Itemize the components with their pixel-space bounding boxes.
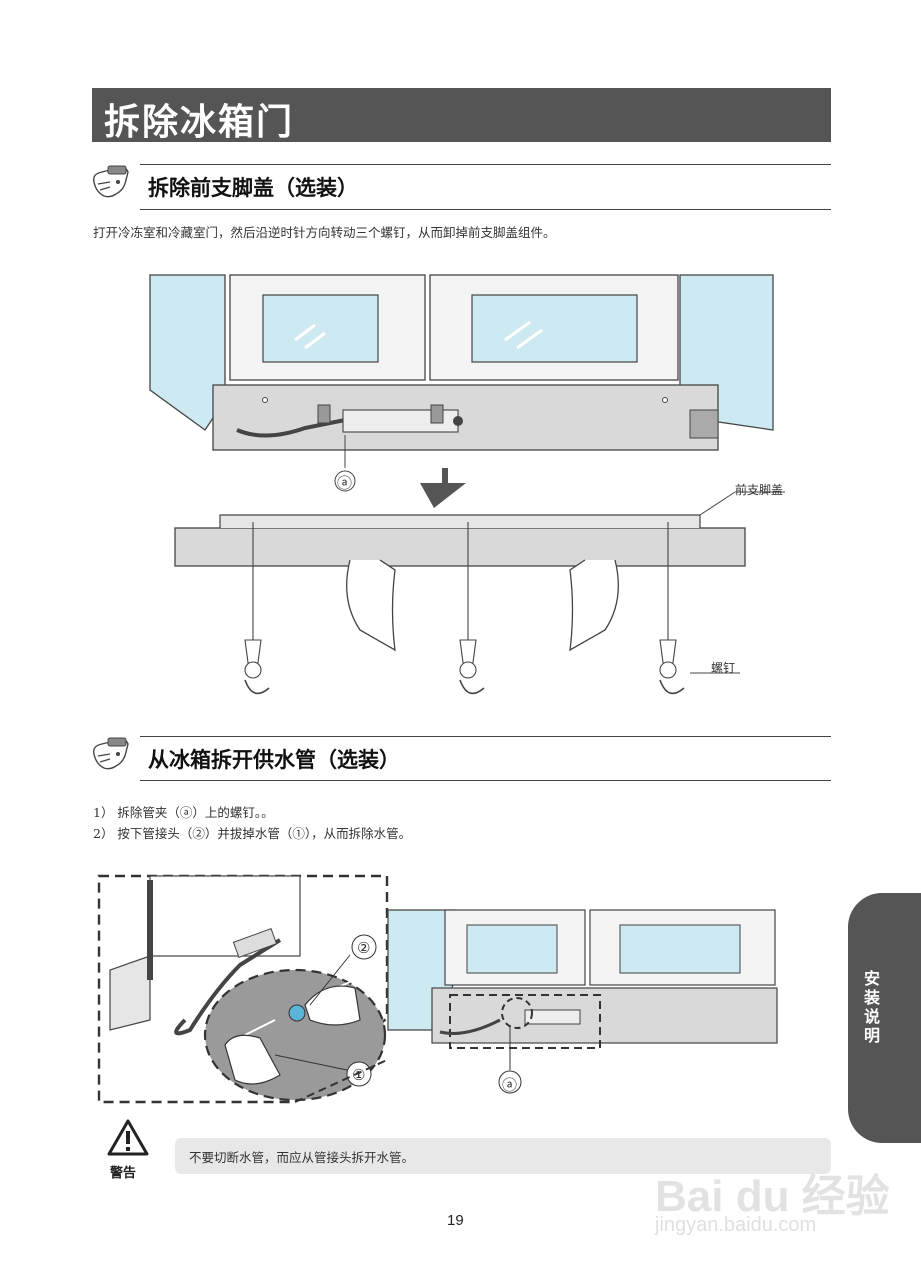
watermark-url: jingyan.baidu.com [655,1214,817,1236]
side-tab [848,893,921,1143]
warning-label: 警告 [110,1166,137,1181]
water-pipe-illustration [97,874,778,1104]
callout-screw: 螺钉 [711,661,736,675]
marker-a-lower: ⓐ [502,1076,518,1094]
watermark-brand: Bai du 经验 [655,1172,890,1221]
warning-icon [107,1119,149,1156]
section2-heading: 从冰箱拆开供水管（选装） [148,748,400,772]
section2-top-rule [140,736,831,737]
marker-a-upper: ⓐ [337,474,353,492]
warning-text: 不要切断水管，而应从管接头拆开水管。 [189,1150,415,1165]
section1-text: 打开冷冻室和冷藏室门，然后沿逆时针方向转动三个螺钉，从而卸掉前支脚盖组件。 [93,225,556,240]
title-bar [92,88,831,142]
marker-2: ② [357,939,371,957]
callout-front-leg-cover: 前支脚盖 [735,483,784,497]
page-number: 19 [447,1212,464,1229]
side-tab-label: 安装说明 [861,970,880,1046]
pointing-hand-icon [92,737,129,770]
section1-heading: 拆除前支脚盖（选装） [148,176,358,200]
section2-step-2: 2） 按下管接头（②）并拔掉水管（①），从而拆除水管。 [93,826,412,841]
section2-step-1: 1） 拆除管夹（ⓐ）上的螺钉。。 [93,805,274,820]
warning-box [175,1138,831,1174]
section1-top-rule [140,164,831,165]
section1-bottom-rule [140,209,831,210]
section2-bottom-rule [140,780,831,781]
front-leg-cover-illustration [149,274,785,695]
marker-1: ① [352,1066,366,1084]
pointing-hand-icon [92,165,129,198]
page-title: 拆除冰箱门 [104,102,295,143]
